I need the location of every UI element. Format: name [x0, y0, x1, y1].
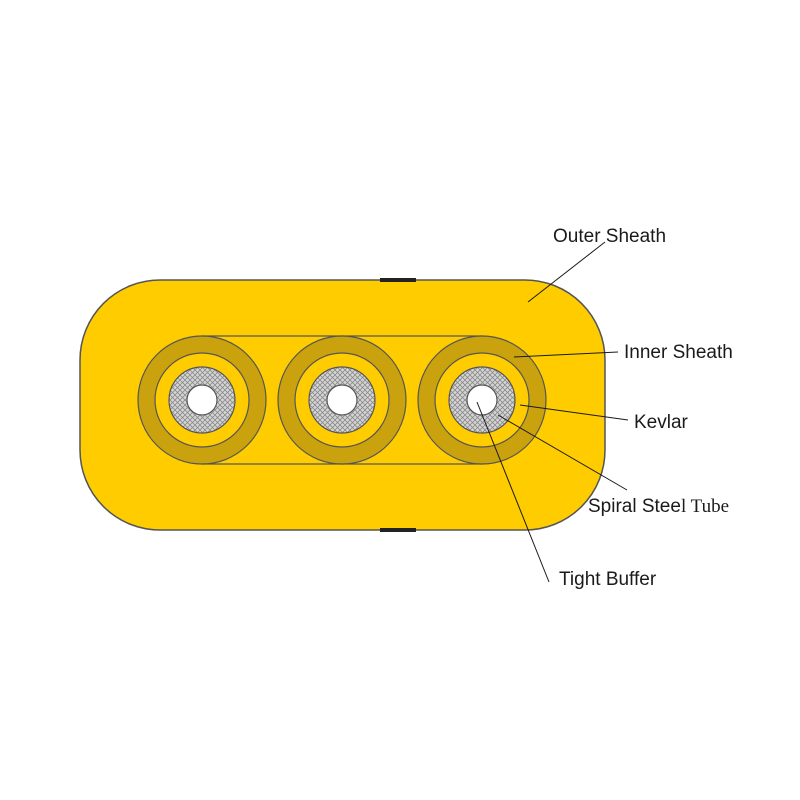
- tight-buffer-core: [466, 384, 498, 416]
- fiber-unit-2: [277, 335, 407, 465]
- spiral-steel-tube-label-part2: l Tube: [681, 496, 729, 517]
- outer-sheath-label: Outer Sheath: [553, 226, 666, 247]
- spiral-steel-tube-label: Spiral Steel Tube: [588, 496, 729, 517]
- fiber-unit-1: [137, 335, 267, 465]
- inner-sheath-leader: [513, 351, 619, 358]
- top-notch: [380, 278, 416, 282]
- tight-buffer-core: [186, 384, 218, 416]
- tight-buffer-core: [326, 384, 358, 416]
- tight-buffer-leader: [476, 401, 550, 583]
- outer-sheath-leader: [527, 241, 606, 303]
- tight-buffer-label: Tight Buffer: [559, 569, 657, 590]
- spiral-steel-tube-leader: [497, 414, 628, 491]
- spiral-steel-tube-label-part1: Spiral Stee: [588, 496, 681, 517]
- inner-sheath-label: Inner Sheath: [624, 342, 733, 363]
- kevlar-leader: [519, 404, 629, 421]
- fiber-unit-3: [417, 335, 547, 465]
- bottom-notch: [380, 528, 416, 532]
- kevlar-label: Kevlar: [634, 412, 689, 433]
